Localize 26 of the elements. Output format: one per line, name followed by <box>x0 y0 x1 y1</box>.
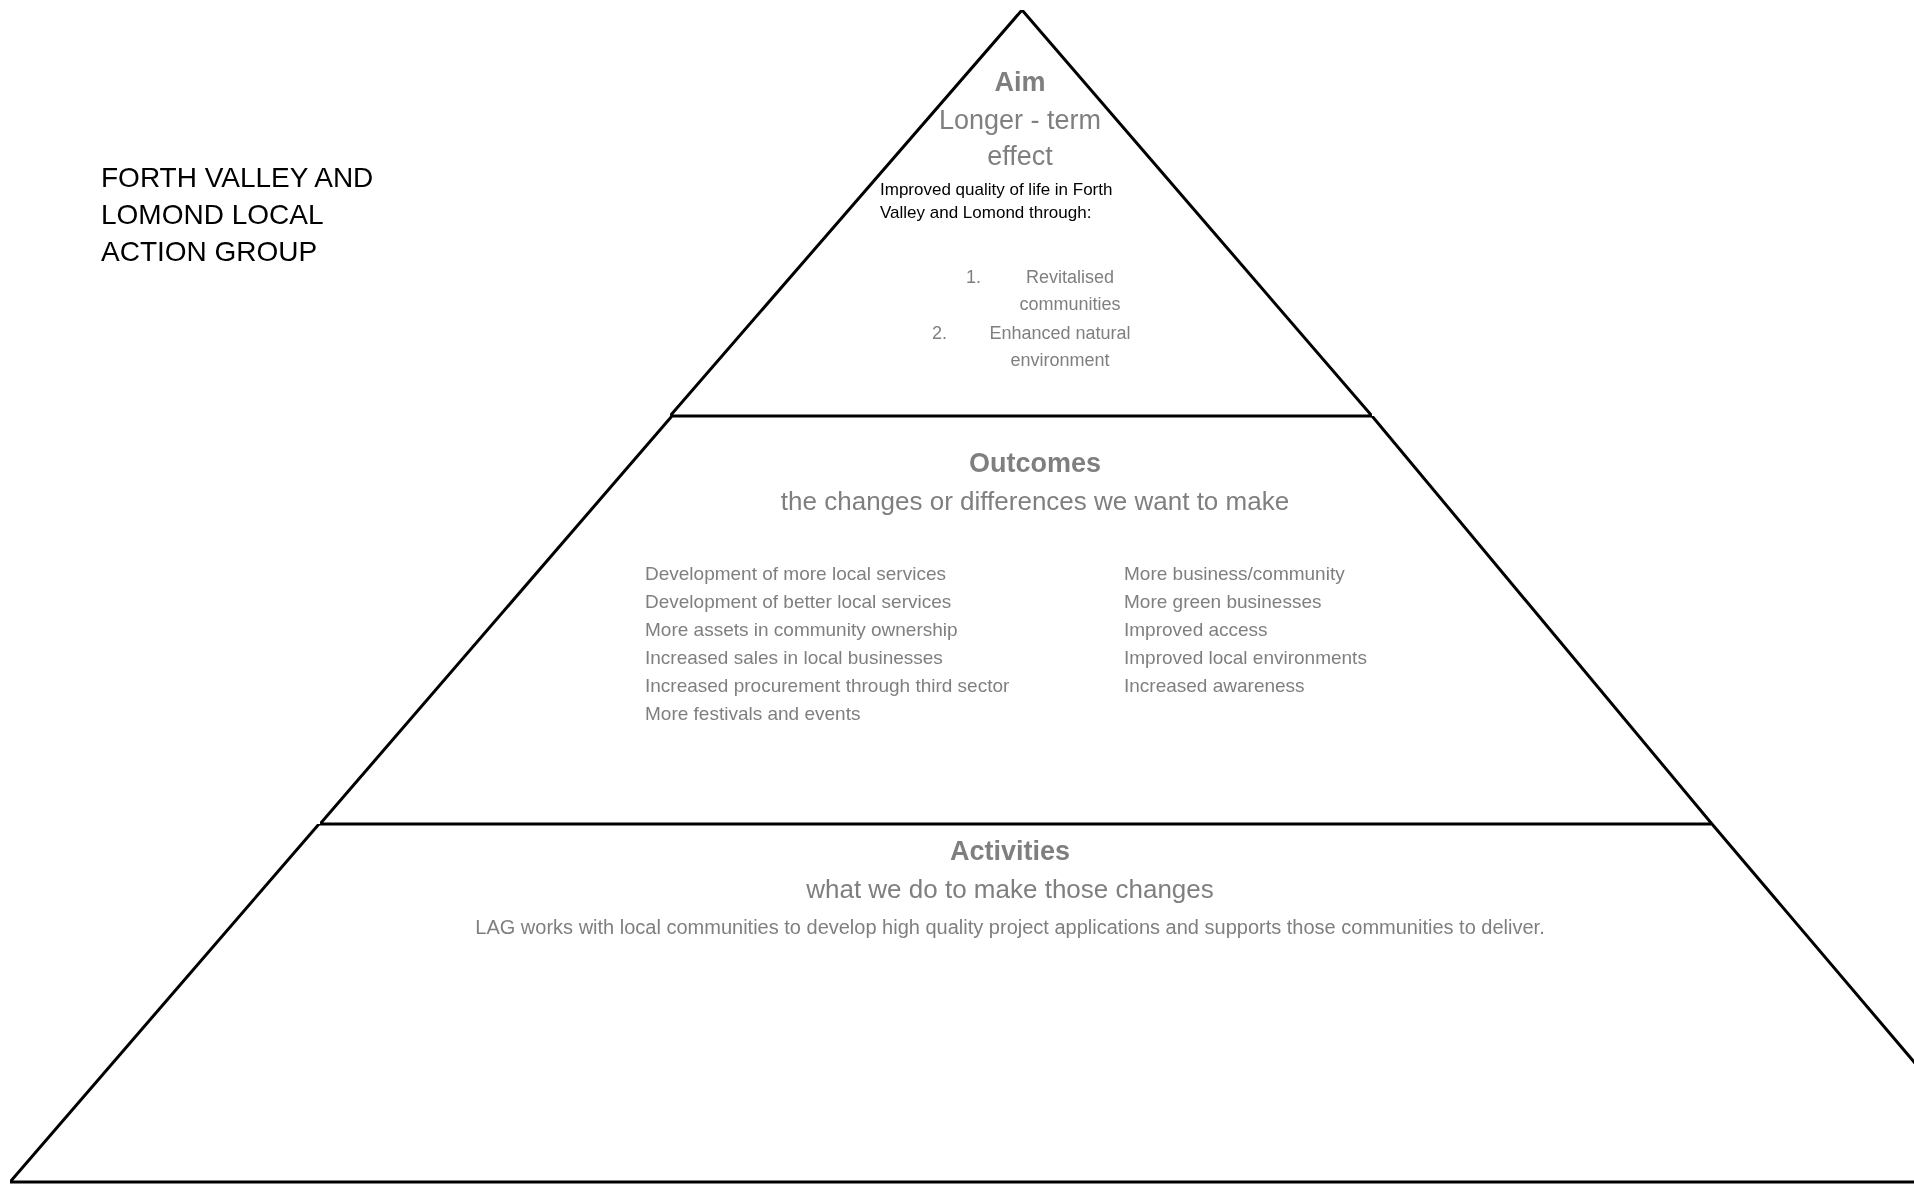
tier-heading: Activities <box>948 835 1072 868</box>
tier-subheading: Longer - term effect <box>937 104 1103 173</box>
aim-statement: Improved quality of life in Forth Valley and Lomond through: <box>880 179 1114 224</box>
tier-subheading: the changes or differences we want to make <box>779 485 1291 518</box>
list-item: Enhanced natural environment <box>988 322 1132 372</box>
list-item: Revitalised communities <box>1018 266 1122 316</box>
outcome-item: Improved access <box>1124 618 1269 642</box>
tier-heading: Aim <box>993 66 1047 98</box>
outcome-item: More assets in community ownership <box>645 618 959 642</box>
outcome-item: Increased procurement through third sector <box>645 674 1011 698</box>
outcome-item: More green businesses <box>1124 590 1323 614</box>
list-number: 2. <box>932 322 948 345</box>
outcome-item: More festivals and events <box>645 702 862 726</box>
outcome-item: More business/community <box>1124 562 1346 586</box>
organisation-title: FORTH VALLEY AND LOMOND LOCAL ACTION GROUP <box>101 161 375 269</box>
tier-heading: Outcomes <box>967 447 1102 480</box>
pyramid-tier <box>10 824 1914 1185</box>
list-number: 1. <box>966 266 982 289</box>
outcome-item: Increased awareness <box>1124 674 1306 698</box>
activity-description: LAG works with local communities to develop high quality project applications and supports those communities to deliver. <box>474 915 1546 940</box>
outcome-item: Development of better local services <box>645 590 953 614</box>
outcome-item: Improved local environments <box>1124 646 1368 670</box>
pyramid-tier <box>670 10 1372 416</box>
outcome-item: Development of more local services <box>645 562 947 586</box>
tier-subheading: what we do to make those changes <box>805 873 1215 906</box>
outcome-item: Increased sales in local businesses <box>645 646 944 670</box>
